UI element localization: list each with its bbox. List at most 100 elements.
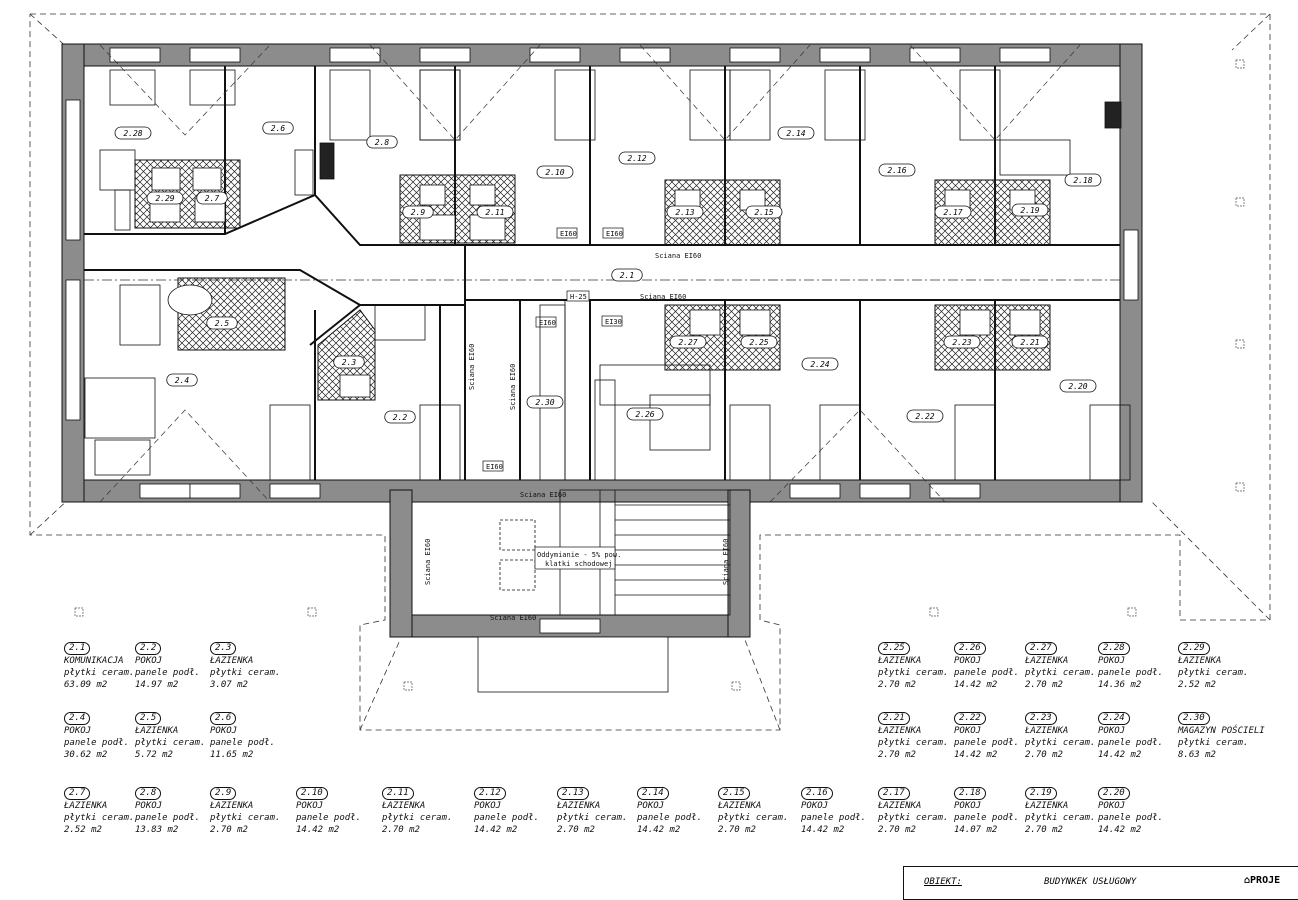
door-label-2: EI60 <box>606 230 623 238</box>
legend-name: ŁAZIENKA <box>878 656 922 666</box>
room-tag-2-26: 2.26 <box>626 407 664 421</box>
legend-area: 14.42 m2 <box>637 825 681 835</box>
room-tags: 2.12.22.32.42.52.62.72.82.92.102.112.122… <box>114 121 1102 424</box>
legend-area: 2.70 m2 <box>1025 825 1063 835</box>
svg-text:2.11: 2.11 <box>485 208 504 217</box>
logo-text: PROJE <box>1250 875 1281 886</box>
room-tag-2-18: 2.18 <box>1064 173 1102 187</box>
legend-name: ŁAZIENKA <box>135 726 179 736</box>
legend-area: 14.07 m2 <box>954 825 998 835</box>
legend-area: 2.70 m2 <box>878 825 916 835</box>
legend-finish: płytki ceram. <box>64 813 135 823</box>
svg-text:2.3: 2.3 <box>342 358 357 367</box>
windows <box>65 47 1139 693</box>
svg-text:2.16: 2.16 <box>887 166 906 175</box>
legend-name: POKOJ <box>954 801 982 811</box>
legend-name: POKOJ <box>1098 801 1126 811</box>
legend-name: ŁAZIENKA <box>210 656 254 666</box>
svg-text:2.20: 2.20 <box>1068 382 1087 391</box>
legend-finish: panele podł. <box>801 813 867 823</box>
legend-id: 2.4 <box>64 712 91 725</box>
room-tag-2-20: 2.20 <box>1059 379 1097 393</box>
svg-text:2.30: 2.30 <box>535 398 554 407</box>
legend-id: 2.16 <box>801 787 833 800</box>
legend-id: 2.5 <box>135 712 162 725</box>
legend-id: 2.26 <box>954 642 986 655</box>
room-tag-2-3: 2.3 <box>333 355 365 369</box>
svg-text:2.1: 2.1 <box>620 271 634 280</box>
legend-id: 2.6 <box>210 712 237 725</box>
legend-area: 2.70 m2 <box>878 680 916 690</box>
legend-id: 2.11 <box>382 787 414 800</box>
door-label-4: EI30 <box>605 318 622 326</box>
legend-area: 2.70 m2 <box>878 750 916 760</box>
legend-name: ŁAZIENKA <box>878 801 922 811</box>
svg-text:2.5: 2.5 <box>215 319 230 328</box>
svg-text:2.19: 2.19 <box>1020 206 1039 215</box>
room-tag-2-16: 2.16 <box>878 163 916 177</box>
svg-text:2.27: 2.27 <box>678 338 697 347</box>
wall-label-vert-2: Sciana EI60 <box>509 364 517 410</box>
door-label-1: EI60 <box>560 230 577 238</box>
legend-finish: płytki ceram. <box>878 738 949 748</box>
legend-finish: płytki ceram. <box>718 813 789 823</box>
wall-label-stair-top: Sciana EI60 <box>520 491 566 499</box>
room-tag-2-5: 2.5 <box>206 316 238 330</box>
legend-finish: płytki ceram. <box>1025 738 1096 748</box>
legend-finish: panele podł. <box>1098 813 1164 823</box>
legend-area: 30.62 m2 <box>64 750 108 760</box>
svg-text:2.15: 2.15 <box>754 208 773 217</box>
room-tag-2-22: 2.22 <box>906 409 944 423</box>
legend-name: POKOJ <box>954 726 982 736</box>
legend-id: 2.19 <box>1025 787 1057 800</box>
legend-id: 2.20 <box>1098 787 1130 800</box>
room-tag-2-1: 2.1 <box>611 268 643 282</box>
room-tag-2-9: 2.9 <box>402 205 434 219</box>
room-tag-2-7: 2.7 <box>196 191 228 205</box>
legend-id: 2.22 <box>954 712 986 725</box>
legend-finish: panele podł. <box>954 813 1020 823</box>
legend-name: POKOJ <box>135 801 163 811</box>
roof-markers <box>74 59 1245 691</box>
legend-name: POKOJ <box>64 726 92 736</box>
legend-id: 2.15 <box>718 787 750 800</box>
room-tag-2-29: 2.29 <box>146 191 184 205</box>
legend-finish: płytki ceram. <box>1178 738 1249 748</box>
legend-area: 5.72 m2 <box>135 750 173 760</box>
svg-text:2.14: 2.14 <box>786 129 805 138</box>
wall-label-stair-bottom: Sciana EI60 <box>490 614 536 622</box>
legend-area: 14.42 m2 <box>296 825 340 835</box>
svg-text:2.6: 2.6 <box>271 124 286 133</box>
legend-area: 14.97 m2 <box>135 680 179 690</box>
legend-id: 2.17 <box>878 787 910 800</box>
house-icon: ⌂ <box>1244 875 1251 886</box>
svg-text:2.23: 2.23 <box>952 338 971 347</box>
room-tag-2-15: 2.15 <box>745 205 783 219</box>
room-tag-2-21: 2.21 <box>1011 335 1049 349</box>
legend-id: 2.2 <box>135 642 162 655</box>
room-tag-2-6: 2.6 <box>262 121 294 135</box>
legend-name: POKOJ <box>1098 656 1126 666</box>
svg-text:2.18: 2.18 <box>1073 176 1092 185</box>
legend-name: KOMUNIKACJA <box>64 656 124 666</box>
legend-finish: płytki ceram. <box>557 813 628 823</box>
legend-finish: panele podł. <box>954 668 1020 678</box>
door-label-3: EI60 <box>539 319 556 327</box>
smoke-vent-label-2: klatki schodowej <box>545 560 612 568</box>
legend-finish: panele podł. <box>135 668 201 678</box>
wall-label-mid: Sciana EI60 <box>640 293 686 301</box>
